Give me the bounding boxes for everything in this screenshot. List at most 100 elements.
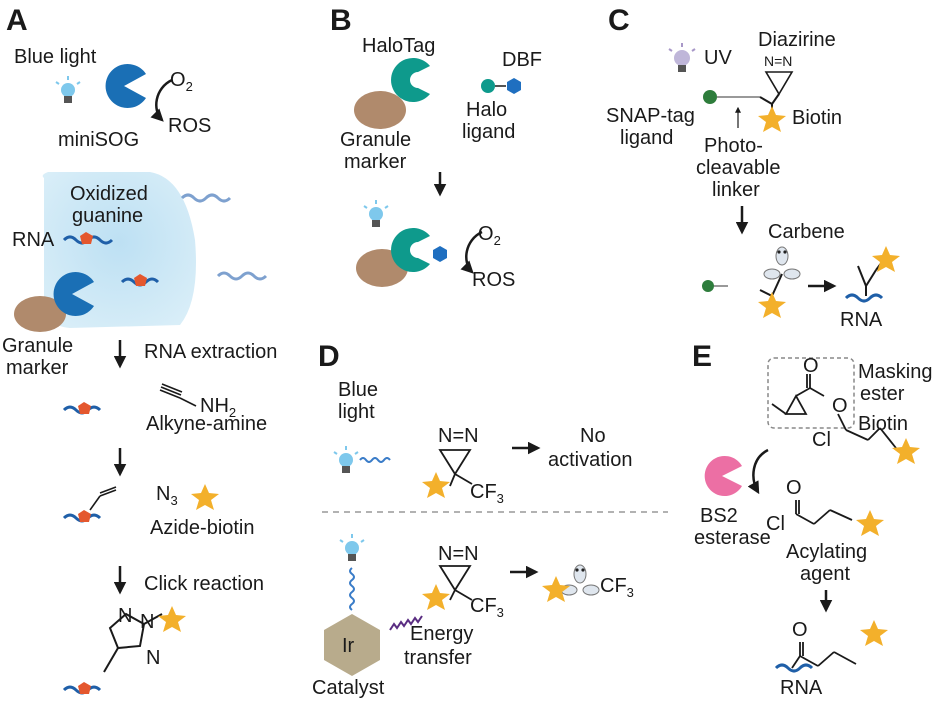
light-wave-icon (349, 567, 355, 611)
nh2-label: NH2 (200, 395, 236, 420)
bond-line (845, 429, 869, 441)
curved-arrow-icon (460, 230, 483, 274)
nn-label-c: N=N (764, 53, 792, 69)
diazirine-label: Diazirine (758, 29, 836, 51)
bond-line (837, 413, 847, 431)
marker-label-a: marker (6, 357, 69, 379)
bond-line (449, 589, 456, 601)
biotin-star-icon (191, 484, 219, 510)
halo-label: Halo (466, 99, 507, 121)
marker-label-b: marker (344, 151, 407, 173)
ir-catalyst-icon (324, 614, 380, 676)
biotin-star-icon (158, 606, 186, 632)
rna-strand-icon (216, 271, 268, 281)
n3-label: N3 (156, 483, 178, 508)
bond-line (449, 473, 456, 487)
click-reaction-label: Click reaction (144, 573, 264, 595)
snap-ligand-icon (703, 90, 717, 104)
light-label: light (338, 401, 375, 423)
granule-label-b: Granule (340, 129, 411, 151)
granule-label-a: Granule (2, 335, 73, 357)
biotin-star-icon (542, 576, 570, 602)
cl-label-e2: Cl (766, 513, 785, 535)
ros-label-b: ROS (472, 269, 515, 291)
o-label-e1: O (803, 355, 819, 377)
cf3-label-d3: CF3 (600, 575, 634, 600)
blue-light-label: Blue light (14, 46, 97, 68)
minisog-pacman-icon (53, 272, 94, 316)
light-bulb-icon (55, 76, 81, 103)
diazirine-ring (438, 449, 472, 476)
dbf-hexagon-icon (433, 246, 447, 262)
halo-ligand-icon (481, 79, 495, 93)
light-wave-icon (359, 457, 391, 463)
snap-tag-label: SNAP-tag (606, 105, 695, 127)
cleavable-label: cleavable (696, 157, 781, 179)
panel-e-letter: E (692, 340, 712, 373)
snap-ligand-icon (702, 280, 714, 292)
rna-strand-icon (774, 663, 814, 673)
oxidized-guanine-icon (78, 510, 91, 522)
triazole-n3: N (146, 647, 160, 669)
minisog-pacman-icon (105, 64, 146, 108)
triazole-n2: N (140, 611, 154, 633)
biotin-star-icon (758, 106, 786, 132)
ligand-label: ligand (462, 121, 515, 143)
rna-label-a: RNA (12, 229, 55, 251)
rna-biotin-conjugate (844, 246, 900, 303)
alkyne-icon (89, 486, 117, 511)
nn-label-d1: N=N (438, 425, 479, 447)
cf3-label-d1: CF3 (470, 481, 504, 506)
cl-label-e1: Cl (812, 429, 831, 451)
panel-d-letter: D (318, 340, 340, 373)
oxidized-label: Oxidized (70, 183, 148, 205)
acylating-label: Acylating (786, 541, 867, 563)
cf3-label-d2: CF3 (470, 595, 504, 620)
masking-ester-box (767, 357, 855, 429)
dbf-hexagon-icon (507, 78, 521, 94)
biotin-star-icon (856, 510, 884, 536)
masking-label: Masking (858, 361, 932, 383)
carbene-icon (560, 564, 600, 596)
panel-c-letter: C (608, 4, 630, 37)
halotag-label: HaloTag (362, 35, 435, 57)
panel-a-letter: A (6, 4, 28, 37)
alkyne-icon (159, 383, 197, 407)
nn-label-d2: N=N (438, 543, 479, 565)
panel-b-letter: B (330, 4, 352, 37)
diazirine-ring (438, 565, 472, 592)
rna-label-c: RNA (840, 309, 883, 331)
acyl-chloride-icon (795, 500, 853, 525)
uv-label: UV (704, 47, 732, 69)
halotag-icon (391, 228, 430, 272)
triazole-ring-icon (103, 612, 163, 673)
blue-label: Blue (338, 379, 378, 401)
bond-line (454, 589, 473, 601)
ligand-label-c: ligand (620, 127, 673, 149)
o2-label-b: O2 (478, 223, 501, 248)
photo-label: Photo- (704, 135, 763, 157)
biotin-star-icon (892, 438, 920, 464)
transfer-label: transfer (404, 647, 472, 669)
triazole-n1: N (118, 605, 132, 627)
linker-bond (759, 96, 773, 105)
alkyne-amine-label: Alkyne-amine (146, 413, 267, 435)
diazirine-ring (764, 71, 794, 96)
linker-bond (771, 93, 780, 105)
esterase-label: esterase (694, 527, 771, 549)
dbf-label: DBF (502, 49, 542, 71)
no-label: No (580, 425, 606, 447)
ir-label: Ir (342, 635, 355, 657)
carbene-label: Carbene (768, 221, 845, 243)
biotin-star-icon (422, 584, 450, 610)
catalyst-label: Catalyst (312, 677, 385, 699)
bond-line (867, 427, 881, 441)
halotag-icon (391, 58, 430, 103)
agent-label: agent (800, 563, 850, 585)
rna-acyl-conjugate (791, 642, 857, 669)
bs2-esterase-icon (704, 456, 742, 497)
bond-line (454, 473, 473, 485)
biotin-star-icon (422, 472, 450, 498)
